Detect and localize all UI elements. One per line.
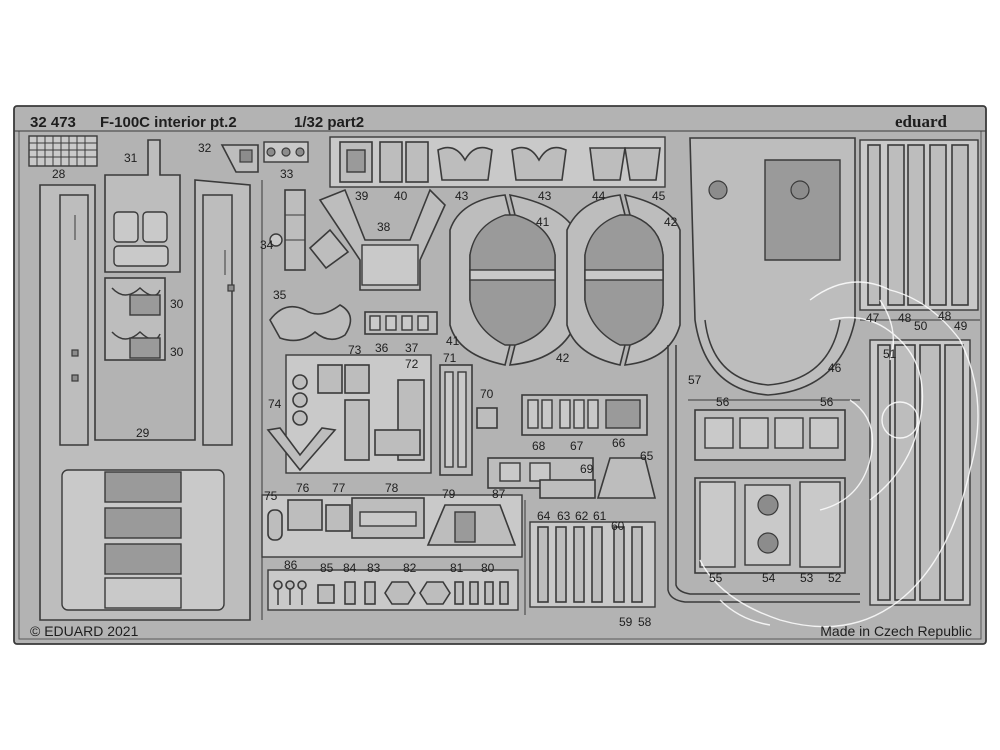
part-75-79: [261, 494, 523, 558]
part-39-45-row: [329, 136, 666, 188]
part-70-74: [266, 354, 498, 476]
label-49: 49: [954, 319, 968, 333]
label-59: 59: [619, 615, 633, 629]
label-69: 69: [580, 462, 594, 476]
label-67: 67: [570, 439, 584, 453]
label-57: 57: [688, 373, 702, 387]
part-41-42-frames: [449, 193, 681, 366]
part-28-grille: [28, 135, 98, 167]
label-65: 65: [640, 449, 654, 463]
label-56b: 56: [820, 395, 834, 409]
label-31: 31: [124, 151, 138, 165]
label-79: 79: [442, 487, 456, 501]
part-46-panel: [689, 137, 856, 396]
label-36: 36: [375, 341, 389, 355]
label-28: 28: [52, 167, 66, 181]
label-42b: 42: [556, 351, 570, 365]
label-81: 81: [450, 561, 464, 575]
label-68: 68: [532, 439, 546, 453]
label-47: 47: [866, 311, 880, 325]
label-39: 39: [355, 189, 369, 203]
label-33: 33: [280, 167, 294, 181]
part-number-labels: 28 29 30 30 31 32 33 34 35 36 37 38 39 4…: [52, 141, 968, 629]
label-55: 55: [709, 571, 723, 585]
label-61: 61: [593, 509, 607, 523]
part-52-55: [694, 477, 846, 574]
part-35: [269, 304, 352, 342]
part-30-instrument: [104, 277, 166, 361]
part-31-console: [104, 139, 181, 361]
label-43a: 43: [455, 189, 469, 203]
origin-text: Made in Czech Republic: [820, 623, 972, 639]
copyright-text: © EDUARD 2021: [30, 623, 139, 639]
label-42a: 42: [664, 215, 678, 229]
part-58-64-strips: [529, 521, 656, 608]
label-38: 38: [377, 220, 391, 234]
label-62: 62: [575, 509, 589, 523]
label-84: 84: [343, 561, 357, 575]
label-86: 86: [284, 558, 298, 572]
label-64: 64: [537, 509, 551, 523]
label-30a: 30: [170, 297, 184, 311]
label-77: 77: [332, 481, 346, 495]
label-76: 76: [296, 481, 310, 495]
scale-label: 1/32 part2: [294, 114, 364, 131]
brand-logo: eduard: [895, 112, 948, 131]
part-38: [318, 188, 446, 291]
label-50: 50: [914, 319, 928, 333]
label-41a: 41: [536, 215, 550, 229]
label-80: 80: [481, 561, 495, 575]
part-47-49-strips: [859, 139, 979, 311]
label-71: 71: [443, 351, 457, 365]
label-48b: 48: [938, 309, 952, 323]
label-66: 66: [612, 436, 626, 450]
label-44: 44: [592, 189, 606, 203]
part-50-51-strips: [869, 339, 971, 606]
label-48a: 48: [898, 311, 912, 325]
label-34: 34: [260, 238, 274, 252]
part-66-68: [521, 394, 648, 436]
label-83: 83: [367, 561, 381, 575]
label-75: 75: [264, 489, 278, 503]
label-82: 82: [403, 561, 417, 575]
label-51: 51: [883, 347, 897, 361]
label-43b: 43: [538, 189, 552, 203]
part-34-strip: [269, 189, 350, 271]
label-40: 40: [394, 189, 408, 203]
label-37: 37: [405, 341, 419, 355]
label-30b: 30: [170, 345, 184, 359]
label-87: 87: [492, 487, 506, 501]
label-52: 52: [828, 571, 842, 585]
watermark-seal: [699, 281, 979, 628]
part-32-33: [220, 141, 309, 173]
part-65-69-87: [487, 457, 657, 499]
label-58: 58: [638, 615, 652, 629]
label-60: 60: [611, 519, 625, 533]
set-number: 32 473: [30, 114, 76, 131]
label-78: 78: [385, 481, 399, 495]
label-45: 45: [652, 189, 666, 203]
label-29: 29: [136, 426, 150, 440]
label-35: 35: [273, 288, 287, 302]
label-54: 54: [762, 571, 776, 585]
part-80-86: [267, 569, 519, 611]
label-74: 74: [268, 397, 282, 411]
label-32: 32: [198, 141, 212, 155]
label-53: 53: [800, 571, 814, 585]
part-56: [694, 409, 846, 461]
label-85: 85: [320, 561, 334, 575]
label-63: 63: [557, 509, 571, 523]
part-29-side-panel: [39, 179, 251, 621]
part-57-frame: [667, 345, 860, 603]
sprue-lines: [14, 130, 986, 620]
label-41b: 41: [446, 334, 460, 348]
label-72: 72: [405, 357, 419, 371]
label-56a: 56: [716, 395, 730, 409]
set-title: F-100C interior pt.2: [100, 114, 237, 131]
part-36-37: [364, 311, 438, 335]
label-46: 46: [828, 361, 842, 375]
label-70: 70: [480, 387, 494, 401]
label-73: 73: [348, 343, 362, 357]
